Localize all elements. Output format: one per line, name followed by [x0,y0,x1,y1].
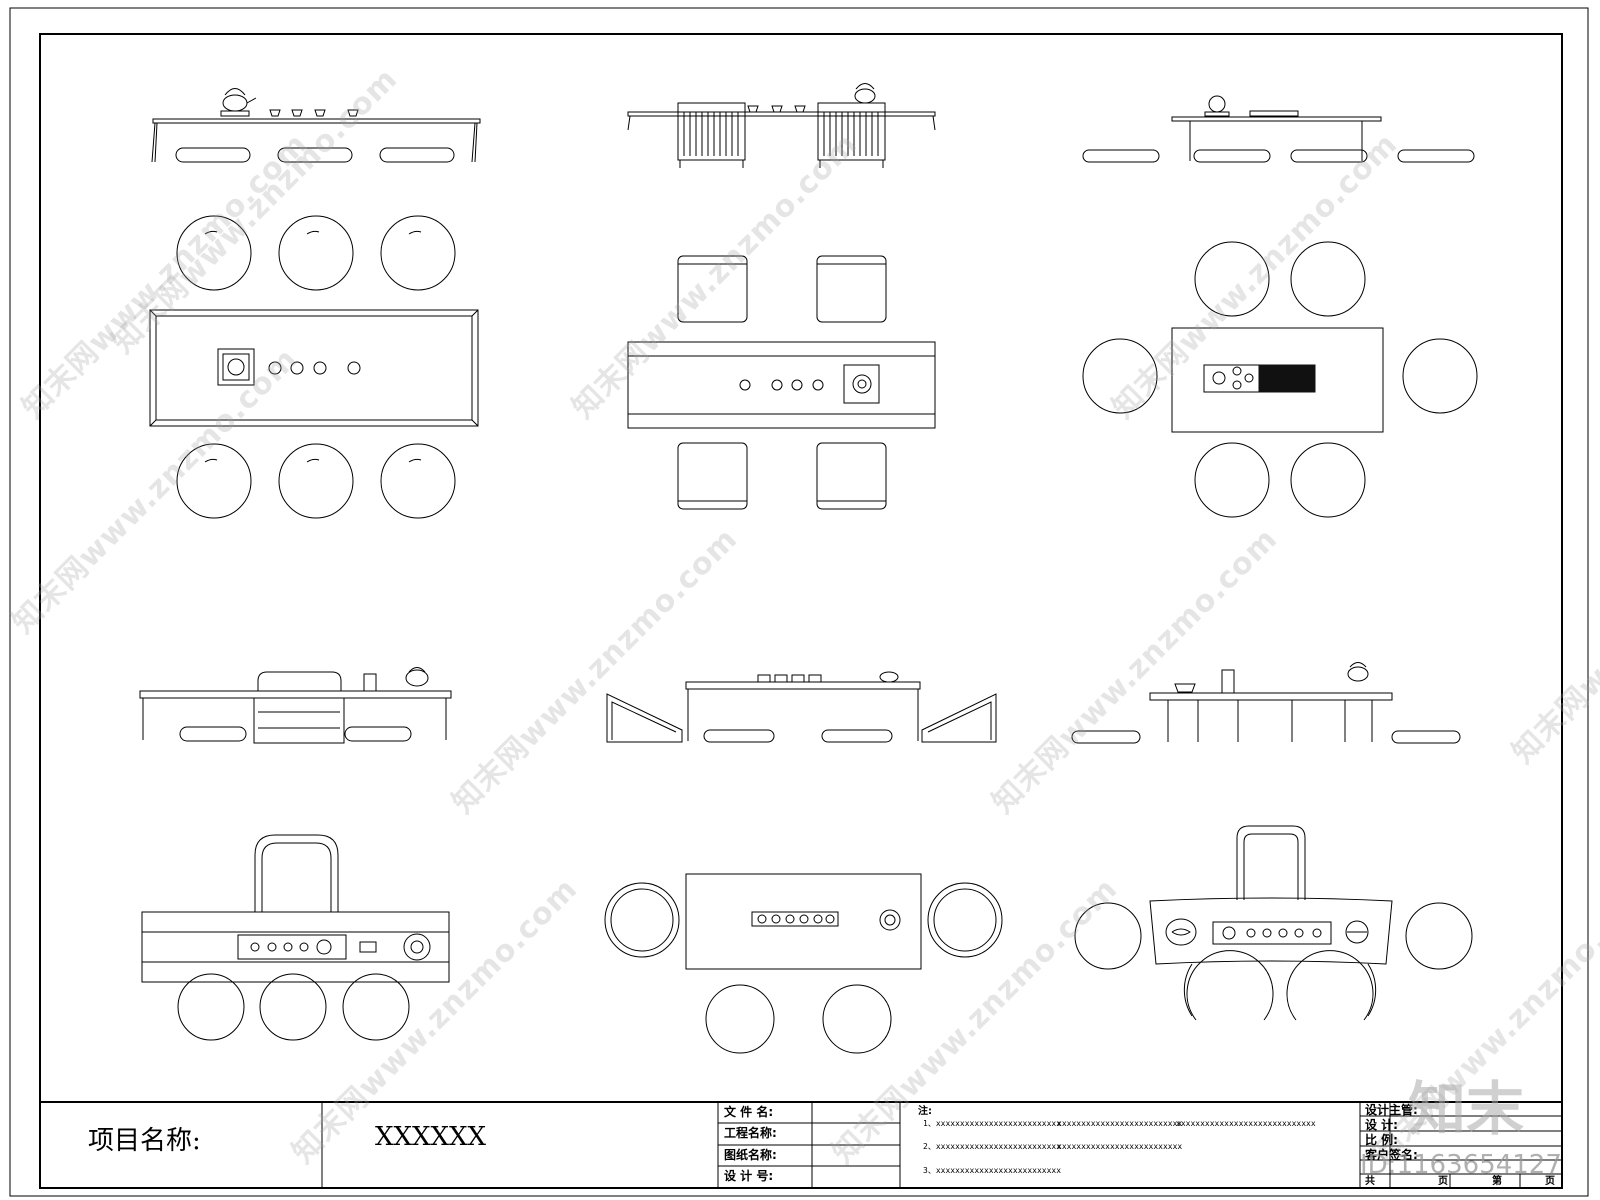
brand-logo: 知末 [1408,1075,1525,1143]
note-line-1c: xxxxxxxxxxxxxxxxxxxxxxxxxxxxx [1176,1119,1316,1128]
tea-set-6-plan [1074,825,1473,1021]
field-sheet-label: 第 [1492,1176,1502,1187]
tea-set-2-plan [627,255,936,510]
field-designer: 设 计: [1365,1118,1398,1132]
note-line-2b: xxxxxxxxxxxxxxxxxxxxxxxxxx [1057,1142,1183,1151]
title-block [40,1101,1563,1188]
tea-set-6-elevation [1071,662,1461,744]
tea-set-1-plan [149,215,479,519]
tea-set-2-elevation [627,83,936,168]
project-name-label: 项目名称: [88,1126,201,1156]
tea-set-3-plan [1082,241,1478,518]
note-line-3a: 3、xxxxxxxxxxxxxxxxxxxxxxxxxx [923,1166,1062,1175]
field-total-label: 共 [1365,1176,1375,1187]
image-id-text: ID:1163654127 [1360,1150,1562,1180]
field-file-name: 文 件 名: [724,1105,774,1119]
field-sheet-page-label: 页 [1545,1176,1555,1187]
note-line-2a: 2、xxxxxxxxxxxxxxxxxxxxxxxxxx [923,1142,1062,1151]
tea-set-4-elevation [139,667,452,744]
tea-set-4-plan [141,834,450,1041]
field-client-signature: 客户签名: [1365,1148,1418,1162]
note-line-1a: 1、xxxxxxxxxxxxxxxxxxxxxxxxxx [923,1119,1062,1128]
outer-border [9,7,1589,1197]
tea-set-3-elevation [1082,95,1475,163]
field-scale: 比 例: [1365,1133,1398,1147]
tea-set-5-elevation [606,671,997,743]
note-line-1b: xxxxxxxxxxxxxxxxxxxxxxxxxx [1057,1119,1183,1128]
field-design-supervisor: 设计主管: [1365,1103,1418,1117]
notes-label: 注: [918,1106,932,1117]
field-total-page-label: 页 [1438,1176,1448,1187]
field-drawing-name: 图纸名称: [724,1148,777,1162]
project-name-value: XXXXXX [375,1122,487,1152]
tea-set-5-plan [604,873,1003,1054]
field-design-number: 设 计 号: [724,1169,774,1183]
tea-set-1-elevation [151,88,481,163]
field-project-name: 工程名称: [724,1126,777,1140]
inner-border [39,33,1563,1189]
